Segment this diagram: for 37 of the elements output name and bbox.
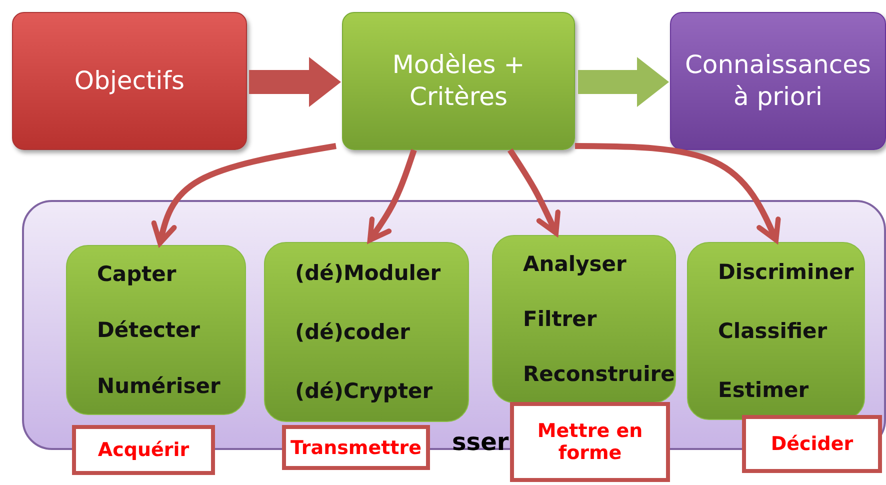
task-text: Détecter	[97, 318, 202, 342]
model-box	[342, 12, 575, 150]
task-text: Classifier	[718, 318, 828, 343]
task-text: Numériser	[97, 374, 222, 398]
task-box	[687, 242, 865, 420]
task-text: (dé)Crypter	[295, 379, 434, 404]
curved-arrow	[508, 148, 560, 236]
category-text: Transmettre	[290, 436, 423, 458]
task-text: (dé)coder	[295, 320, 411, 344]
task-text: (dé)Moduler	[295, 260, 442, 285]
knowledge-box	[670, 12, 886, 150]
curved-arrow	[574, 143, 781, 243]
category-label	[742, 415, 882, 473]
task-box	[264, 242, 469, 422]
box-title: Objectifs	[73, 64, 186, 97]
task-text: Discriminer	[718, 260, 855, 284]
category-label	[72, 425, 215, 475]
box-title: Modèles + Critères	[391, 48, 526, 113]
curved-arrow	[151, 143, 336, 246]
block-arrow	[578, 57, 669, 107]
task-text: Analyser	[523, 252, 628, 276]
block-arrow	[249, 57, 341, 107]
panel-title: sser	[452, 428, 509, 456]
category-text: Décider	[770, 433, 854, 455]
category-text: Acquérir	[96, 439, 190, 461]
category-label	[510, 402, 670, 482]
box-title: Connaissances à priori	[684, 48, 872, 113]
task-text: Filtrer	[523, 306, 598, 331]
goal-box	[12, 12, 247, 150]
task-text: Capter	[97, 262, 178, 286]
task-box	[492, 235, 676, 403]
category-text: Mettre en forme	[536, 420, 644, 464]
category-label	[282, 425, 430, 470]
task-text: Reconstruire	[523, 362, 675, 386]
task-box	[66, 245, 246, 415]
task-text: Estimer	[718, 378, 810, 402]
curved-arrow	[367, 149, 417, 243]
